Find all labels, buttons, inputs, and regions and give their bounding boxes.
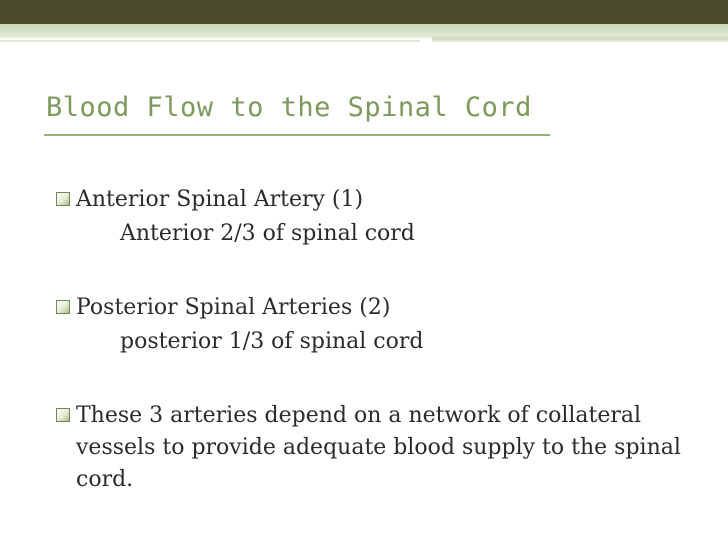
bullet-heading-3: These 3 arteries depend on a network of …	[76, 403, 681, 492]
accent-line-right	[432, 40, 728, 42]
bullet-detail-2: posterior 1/3 of spinal cord	[120, 329, 424, 354]
accent-band	[0, 24, 728, 38]
spacer	[56, 250, 696, 292]
square-bullet-icon	[56, 192, 70, 206]
bullet-point-3: These 3 arteries depend on a network of …	[56, 400, 696, 496]
square-bullet-icon	[56, 300, 70, 314]
bullet-heading-2: Posterior Spinal Arteries (2)	[76, 295, 391, 320]
title-underline	[44, 134, 550, 136]
bullet-point-2: Posterior Spinal Arteries (2)	[56, 292, 696, 324]
bullet-point-1: Anterior Spinal Artery (1)	[56, 184, 696, 216]
square-bullet-icon	[56, 408, 70, 422]
header-bar	[0, 0, 728, 24]
slide-title: Blood Flow to the Spinal Cord	[46, 92, 532, 123]
accent-line-left	[0, 40, 420, 42]
spacer	[56, 358, 696, 400]
accent-tab	[432, 36, 728, 40]
bullet-detail-1: Anterior 2/3 of spinal cord	[120, 221, 415, 246]
bullet-heading-1: Anterior Spinal Artery (1)	[76, 187, 364, 212]
slide-content: Anterior Spinal Artery (1) Anterior 2/3 …	[56, 184, 696, 496]
